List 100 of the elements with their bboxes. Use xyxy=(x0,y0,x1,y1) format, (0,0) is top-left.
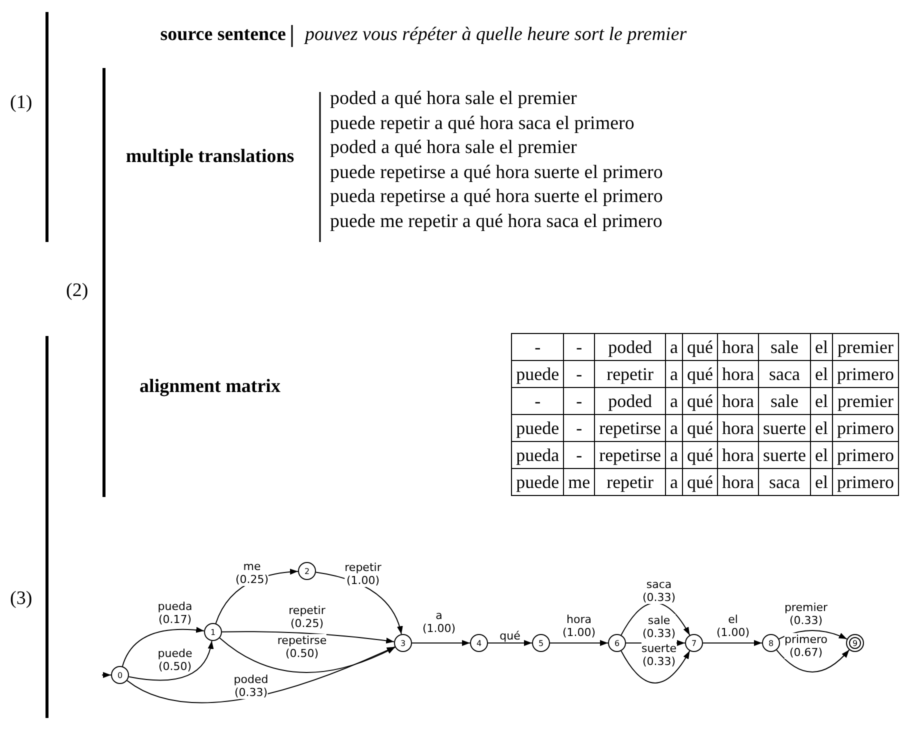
row-heading: source sentence xyxy=(159,24,286,46)
table-cell: a xyxy=(666,414,683,442)
edge-label: repetir (0.25) xyxy=(288,604,326,630)
translation-text: puede repetirse a qué hora suerte el primero xyxy=(330,162,663,184)
arrow xyxy=(776,649,850,672)
row-heading: alignment matrix xyxy=(138,376,282,398)
arrow xyxy=(620,650,690,684)
state-circle: 7 xyxy=(685,634,703,652)
table-cell: qué xyxy=(682,388,718,414)
table-cell: primero xyxy=(832,468,898,496)
edge-label: qué xyxy=(500,630,520,642)
table-cell: a xyxy=(666,360,683,388)
table-cell: hora xyxy=(718,360,759,388)
arrow xyxy=(126,646,396,704)
table-cell: - xyxy=(564,414,595,442)
edge-label: puede (0.50) xyxy=(158,647,192,673)
table-cell: - xyxy=(564,442,595,468)
table-cell: puede xyxy=(512,360,564,388)
table-cell: a xyxy=(666,442,683,468)
arrow xyxy=(102,672,112,678)
table-cell: me xyxy=(564,468,595,496)
state-circle: 3 xyxy=(394,634,412,652)
table-cell: premier xyxy=(832,334,898,360)
section-number: (2) xyxy=(66,280,88,302)
table-cell: pueda xyxy=(512,442,564,468)
translation-text: puede me repetir a qué hora saca el primero xyxy=(330,210,662,232)
edge-label: repetirse (0.50) xyxy=(277,634,327,660)
translation-text: poded a qué hora sale el premier xyxy=(330,88,577,110)
table-cell: primero xyxy=(832,442,898,468)
edge-label: primero (0.67) xyxy=(784,633,828,659)
table-cell: poded xyxy=(594,334,666,360)
row-heading: multiple translations xyxy=(125,146,295,168)
table-cell: hora xyxy=(718,334,759,360)
table-cell: el xyxy=(810,414,833,442)
arrow xyxy=(488,640,532,646)
section-number: (3) xyxy=(10,588,32,610)
table-cell: - xyxy=(564,388,595,414)
table-cell: hora xyxy=(718,388,759,414)
arrow xyxy=(128,640,214,681)
arrow xyxy=(550,640,608,646)
state-circle: 5 xyxy=(532,634,550,652)
table-cell: el xyxy=(810,334,833,360)
edge-label: sale (0.33) xyxy=(642,614,676,640)
table-cell: poded xyxy=(594,388,666,414)
table-cell: repetirse xyxy=(594,442,666,468)
arrow xyxy=(702,640,762,646)
table-cell: a xyxy=(666,468,683,496)
table-cell: el xyxy=(810,442,833,468)
table-cell: - xyxy=(512,334,564,360)
table-cell: qué xyxy=(682,360,718,388)
edge-label: el (1.00) xyxy=(716,613,750,639)
edge-label: premier (0.33) xyxy=(784,601,828,627)
translation-text: poded a qué hora sale el premier xyxy=(330,137,577,159)
table-cell: repetirse xyxy=(594,414,666,442)
edge-label: suerte (0.33) xyxy=(641,642,677,668)
translation-text: puede repetir a qué hora saca el primero xyxy=(330,112,634,134)
table-cell: suerte xyxy=(758,414,811,442)
edge-label: hora (1.00) xyxy=(562,613,596,639)
section-number: (1) xyxy=(10,92,32,114)
table-cell: a xyxy=(666,388,683,414)
table-cell: premier xyxy=(832,388,898,414)
table-cell: primero xyxy=(832,360,898,388)
table-cell: saca xyxy=(758,468,811,496)
state-circle: 8 xyxy=(762,634,780,652)
table-cell: saca xyxy=(758,360,811,388)
table-cell: hora xyxy=(718,442,759,468)
arrow xyxy=(412,640,470,646)
table-cell: sale xyxy=(758,388,811,414)
state-circle: 0 xyxy=(111,666,129,684)
table-cell: el xyxy=(810,388,833,414)
table-cell: qué xyxy=(682,414,718,442)
state-circle: 9 xyxy=(846,634,864,652)
arrow xyxy=(122,627,205,667)
table-cell: - xyxy=(564,334,595,360)
table-cell: qué xyxy=(682,442,718,468)
table-cell: hora xyxy=(718,414,759,442)
arrow xyxy=(620,602,690,636)
arrow xyxy=(219,637,396,673)
table-cell: suerte xyxy=(758,442,811,468)
table-cell: hora xyxy=(718,468,759,496)
state-circle: 6 xyxy=(608,634,626,652)
state-circle: 1 xyxy=(204,623,222,641)
table-cell: repetir xyxy=(594,468,666,496)
table-cell: qué xyxy=(682,334,718,360)
table-cell: primero xyxy=(832,414,898,442)
table-cell: puede xyxy=(512,468,564,496)
translation-text: pueda repetirse a qué hora suerte el primero xyxy=(330,186,663,208)
table-cell: sale xyxy=(758,334,811,360)
edge-label: poded (0.33) xyxy=(234,673,268,699)
source-sentence: pouvez vous répéter à quelle heure sort le premier xyxy=(305,24,687,46)
state-circle: 2 xyxy=(298,562,316,580)
table-cell: - xyxy=(512,388,564,414)
edge-label: repetir (1.00) xyxy=(344,561,382,587)
table-cell: qué xyxy=(682,468,718,496)
edge-label: pueda (0.17) xyxy=(158,600,192,626)
arrow xyxy=(778,630,848,640)
table-cell: el xyxy=(810,468,833,496)
table-cell: repetir xyxy=(594,360,666,388)
arrow xyxy=(222,631,395,644)
state-circle: 4 xyxy=(470,634,488,652)
